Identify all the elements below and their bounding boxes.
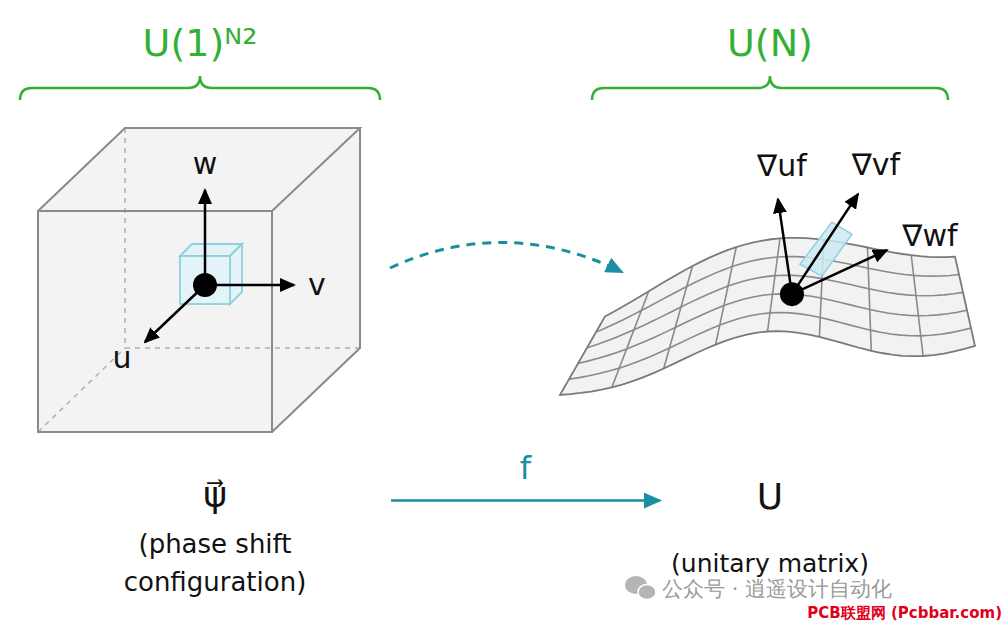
node-group: U (unitary matrix)	[664, 475, 876, 582]
group-name: U(1)ᴺ²	[143, 22, 258, 66]
gradient-label: ∇wf	[902, 219, 957, 254]
group-name: U(N)	[727, 22, 813, 66]
group-brace	[592, 76, 948, 100]
node-group: ψ⃗ (phase shift configuration)	[89, 473, 341, 602]
axis-label: w	[193, 147, 218, 182]
gradient-vectors	[778, 194, 887, 306]
group-brace	[20, 76, 380, 100]
configuration-point	[193, 273, 217, 297]
mapping-arrow	[391, 499, 660, 502]
edge-label: f	[520, 450, 531, 487]
watermark: PCB联盟网 (Pcbbar.com)	[807, 605, 1002, 622]
axis-label: u	[112, 341, 131, 376]
symbol: U	[757, 475, 783, 518]
axis-label: v	[308, 268, 326, 303]
unitary-manifold	[560, 238, 975, 395]
axis-arrows	[145, 190, 294, 342]
symbol: ψ⃗	[203, 473, 227, 516]
wechat-icon	[625, 576, 656, 600]
parameter-cube	[38, 128, 360, 432]
gradient-label: ∇vf	[852, 148, 900, 183]
neighbourhood-cube	[180, 244, 242, 304]
gradient-label: ∇uf	[757, 149, 807, 184]
caption: (phase shift configuration)	[95, 526, 335, 601]
mapping-arrow	[390, 242, 622, 272]
watermark: 公众号 · 逍遥设计自动化	[662, 577, 892, 601]
caption: (unitary matrix)	[671, 546, 869, 582]
